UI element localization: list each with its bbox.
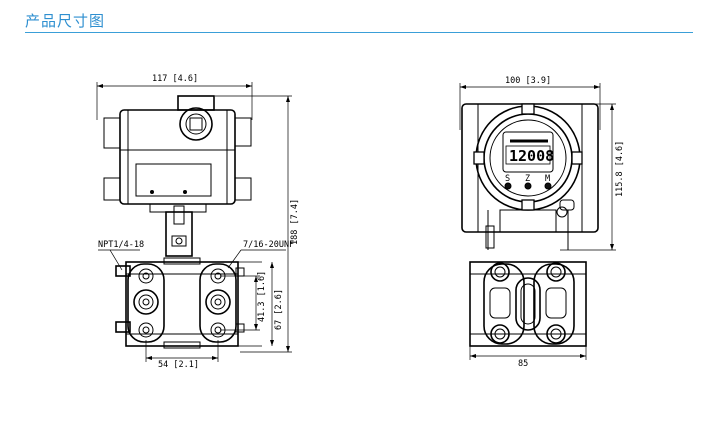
flange-height-dim: 67 [2.6] [274, 289, 284, 330]
page-title: 产品尺寸图 [25, 12, 106, 30]
bolt-spacing-dim: 41.3 [1.6] [257, 271, 267, 322]
lcd-display: 12008 [509, 147, 554, 165]
side-width-dim: 100 [3.9] [505, 76, 551, 86]
front-view: 117 [4.6] [96, 74, 300, 370]
button-z-label: Z [525, 174, 530, 184]
bottom-view-width-dim: 85 [518, 359, 528, 369]
button-s-label: S [505, 174, 510, 184]
side-height-dim: 115.8 [4.6] [615, 141, 625, 197]
page-header: 产品尺寸图 [25, 8, 693, 33]
bolt-label: 7/16-20UNF [243, 240, 294, 250]
bottom-width-dim: 54 [2.1] [158, 360, 199, 370]
side-view: 100 [3.9] 12008 S Z M [459, 76, 625, 251]
bottom-view: 85 [469, 261, 587, 369]
front-width-dim: 117 [4.6] [152, 74, 198, 84]
front-height-dim: 188 [7.4] [290, 199, 300, 245]
button-m-label: M [545, 174, 550, 184]
port-label: NPT1/4-18 [98, 240, 144, 250]
